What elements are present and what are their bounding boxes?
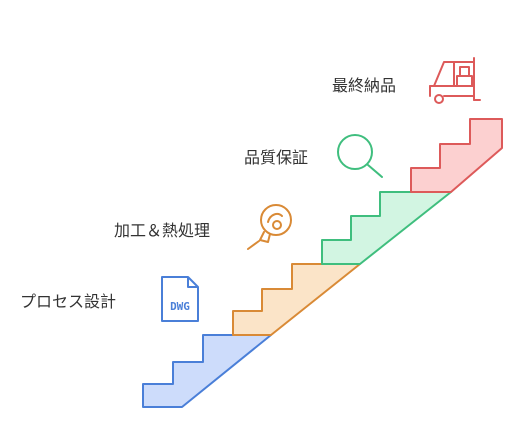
stair-segment-1 xyxy=(142,334,272,408)
step-label-2: 加工＆熱処理 xyxy=(114,221,210,240)
step-2-machining-heat-treatment: 加工＆熱処理 xyxy=(114,204,361,336)
dwg-file-icon: DWG xyxy=(161,276,199,322)
stair-segment-4 xyxy=(410,118,503,193)
stair-segment-2 xyxy=(232,263,361,336)
step-1-process-design: プロセス設計 DWG xyxy=(20,276,272,408)
delivery-truck-icon xyxy=(429,57,481,104)
step-3-quality-assurance: 品質保証 xyxy=(244,134,452,265)
stair-segment-3 xyxy=(321,191,452,265)
step-label-3: 品質保証 xyxy=(244,148,308,167)
lightbulb-icon xyxy=(247,204,292,250)
dwg-file-icon-text: DWG xyxy=(170,300,190,313)
step-label-4: 最終納品 xyxy=(332,76,396,95)
magnifier-icon xyxy=(337,134,383,178)
step-4-final-delivery: 最終納品 xyxy=(332,57,503,193)
step-label-1: プロセス設計 xyxy=(20,292,116,311)
